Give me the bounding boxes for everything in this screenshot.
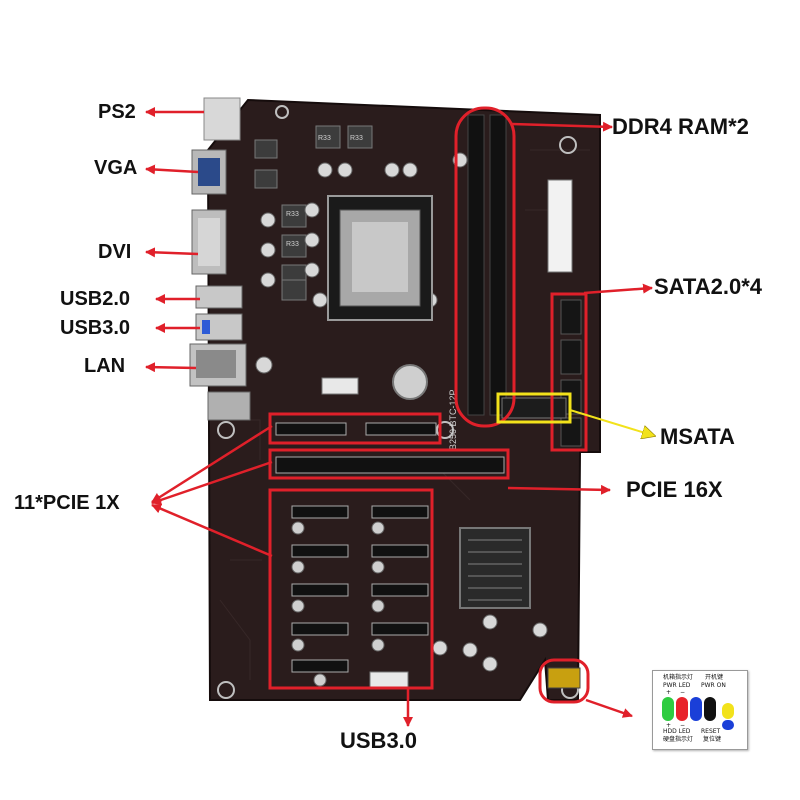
ps2-port — [203, 97, 241, 141]
front-panel-arrow — [585, 698, 633, 718]
usb3-rear-label: USB3.0 — [60, 317, 131, 339]
ps2-label: PS2 — [98, 101, 136, 123]
vrm-mark: R33 — [350, 135, 363, 142]
pwr-on-cn-text: 开机键 — [705, 674, 724, 681]
msata-arrow — [569, 409, 655, 436]
msata-slot — [501, 397, 567, 419]
pin-yellow-bottom — [722, 720, 734, 730]
vga-arrow — [145, 164, 199, 175]
bottom-minus-sign: − — [680, 722, 686, 729]
msata-label: MSATA — [660, 424, 735, 449]
ddr4-label: DDR4 RAM*2 — [612, 114, 749, 139]
pin-blue — [690, 697, 702, 721]
pcie1x-arrow-a — [151, 424, 273, 504]
lan-label: LAN — [84, 355, 126, 377]
pwr-on-text: PWR ON — [701, 682, 726, 689]
front-panel-header — [547, 667, 581, 689]
dvi-label: DVI — [98, 241, 132, 263]
hdd-led-cn-text: 硬盘指示灯 — [663, 736, 694, 743]
sata-label: SATA2.0*4 — [654, 274, 763, 299]
vga-label: VGA — [94, 157, 138, 179]
pin-red — [676, 697, 688, 721]
chipset-heatsink — [459, 527, 531, 609]
vrm-mark: R33 — [318, 135, 331, 142]
top-minus-sign: − — [680, 689, 686, 696]
sata-arrow — [583, 283, 653, 295]
lan-arrow — [145, 362, 197, 373]
vrm-mark: R33 — [286, 241, 299, 248]
hdd-led-text: HDD LED — [663, 728, 691, 735]
ddr4-arrow — [511, 121, 613, 132]
slot-capacitors — [291, 521, 385, 687]
board-model-text: B250 BTC-12P — [448, 389, 458, 450]
pcie1x-top-slots — [275, 422, 437, 436]
pin-black — [704, 697, 716, 721]
pcie1x-grid-outline — [268, 488, 434, 690]
pcie1x-grid-slots — [291, 505, 429, 673]
usb3-header — [369, 671, 409, 689]
cpu-socket — [327, 195, 433, 321]
pin-green — [662, 697, 674, 721]
usb2-port — [195, 285, 243, 309]
sata-outline — [550, 292, 588, 452]
pwr-led-cn-text: 机箱指示灯 — [663, 674, 694, 681]
annotation-arrows — [145, 107, 653, 727]
pcie16x-arrow — [507, 484, 611, 495]
pcie16x-label: PCIE 16X — [626, 477, 723, 502]
mounting-holes — [217, 105, 579, 699]
msata-outline — [496, 392, 572, 424]
reset-cn-text: 复位键 — [703, 736, 722, 743]
cmos-battery — [392, 364, 428, 400]
front-panel-outline — [538, 658, 590, 704]
bottom-plus-sign: + — [666, 722, 672, 729]
pin-yellow — [722, 703, 734, 719]
usb3-front-label: USB3.0 — [340, 728, 418, 753]
ram-slots — [467, 114, 507, 416]
pcie1x-arrow-b — [151, 460, 273, 505]
pcie1x-label: 11*PCIE 1X — [14, 492, 120, 514]
atx-24pin — [547, 179, 573, 273]
usb2-label: USB2.0 — [60, 288, 131, 310]
reset-text: RESET — [701, 728, 721, 735]
rear-io — [189, 97, 251, 421]
pwr-led-text: PWR LED — [663, 682, 691, 689]
pcie1x-arrow-c — [151, 503, 273, 558]
pcie16x-slot — [275, 456, 505, 474]
power-header — [321, 377, 359, 395]
audio-block — [207, 391, 251, 421]
top-plus-sign: + — [666, 689, 672, 696]
vrm-mark: R33 — [286, 211, 299, 218]
ddr4-outline — [454, 106, 516, 428]
dvi-arrow — [145, 247, 199, 258]
front-panel-pinout-card: 机箱指示灯 PWR LED 开机键 PWR ON + − + − HDD LED… — [652, 670, 748, 750]
vrm-area — [254, 125, 373, 301]
sata-ports — [560, 299, 582, 447]
